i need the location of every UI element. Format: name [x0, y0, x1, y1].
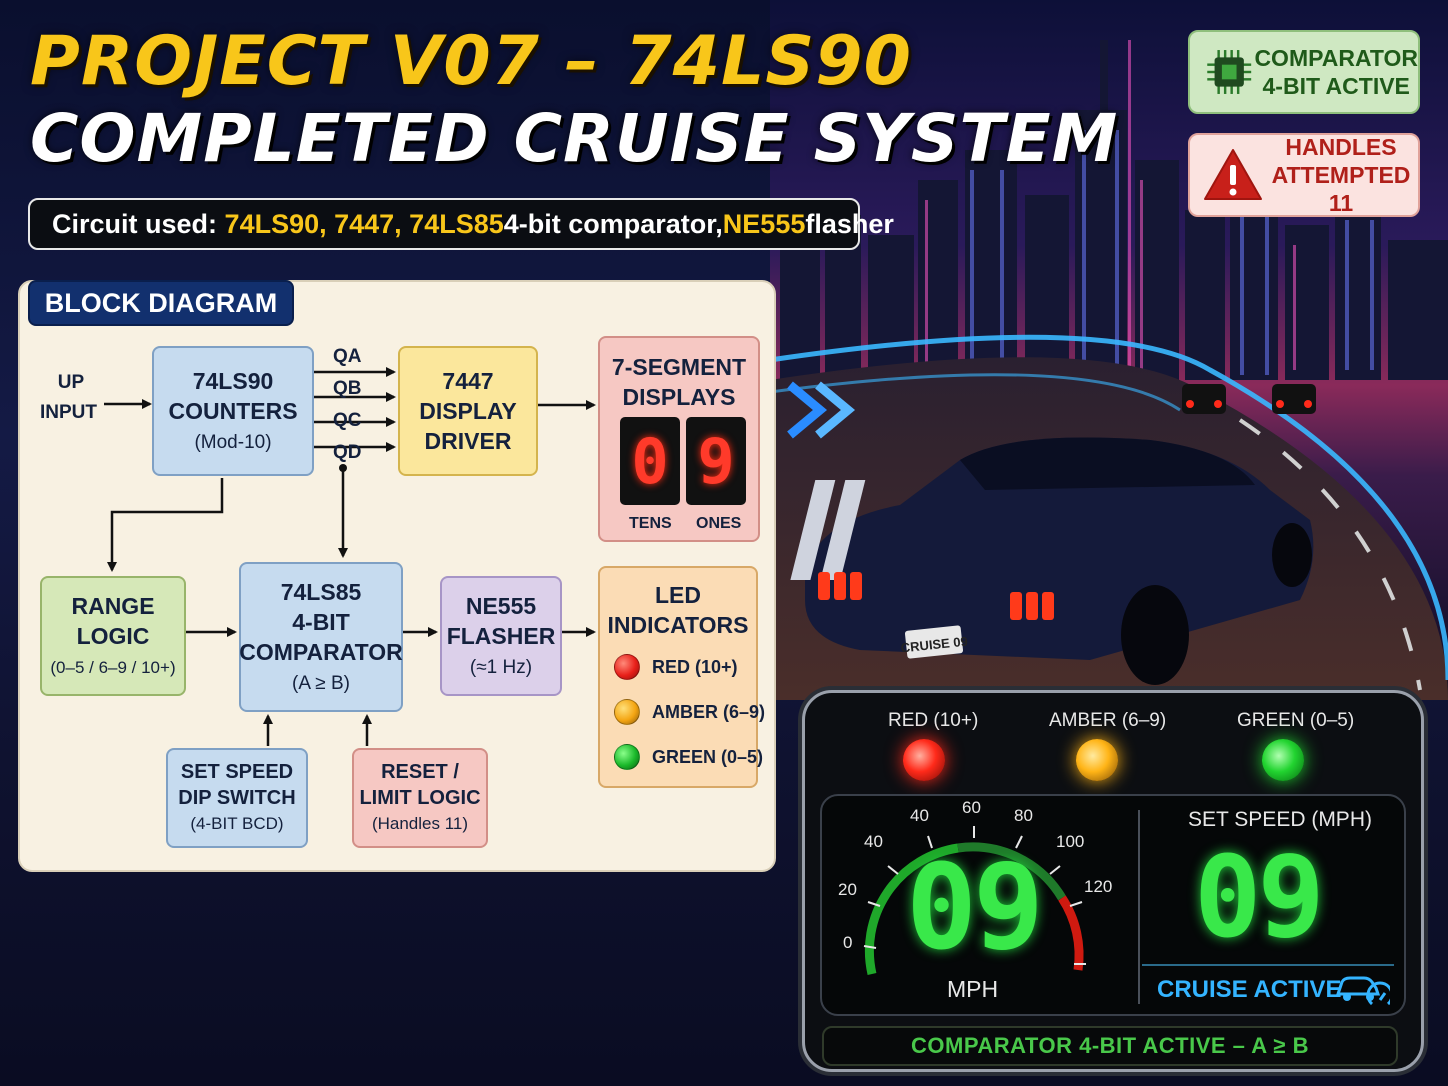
title-line1: PROJECT V07 – 74LS90: [30, 22, 912, 101]
up-input-line1: UP: [57, 372, 85, 393]
ones-digit-display: 9: [686, 417, 746, 505]
chip-icon: [1207, 50, 1252, 94]
comparator-badge-line1: COMPARATOR: [1254, 45, 1418, 71]
set-speed-sub: (4-BIT BCD): [190, 814, 284, 833]
dash-green-label: GREEN (0–5): [1237, 710, 1355, 731]
flasher-block: NE555 FLASHER (≈1 Hz): [440, 576, 562, 696]
cruise-active-label: CRUISE ACTIVE: [1157, 976, 1342, 1003]
warning-icon: [1204, 149, 1262, 200]
set-speed-label: SET SPEED (MPH): [1188, 808, 1372, 831]
set-speed-digits: 09: [1194, 833, 1325, 963]
speed-unit: MPH: [947, 976, 999, 1002]
title-line2: COMPLETED CRUISE SYSTEM: [30, 100, 1119, 177]
gauge-tick-60: 60: [962, 798, 981, 817]
dashboard-display: [820, 794, 1406, 1016]
license-plate: CRUISE 09: [900, 634, 968, 656]
range-logic-block: RANGE LOGIC (0–5 / 6–9 / 10+): [40, 576, 186, 696]
led-ind-line1: LED: [655, 582, 701, 608]
led-item-green: GREEN (0–5): [614, 744, 763, 770]
amber-led-icon: [614, 699, 640, 725]
counters-block: 74LS90 COUNTERS (Mod-10): [152, 346, 314, 476]
signal-qd: QD: [333, 442, 362, 463]
comparator-block: 74LS85 4-BIT COMPARATOR (A ≥ B): [239, 562, 403, 712]
cruise-divider: [1142, 964, 1394, 966]
led-ind-line2: INDICATORS: [607, 612, 749, 638]
ones-label: ONES: [696, 515, 742, 532]
flasher-sub: (≈1 Hz): [469, 657, 533, 678]
tens-label: TENS: [629, 515, 672, 532]
reset-logic-block: RESET / LIMIT LOGIC (Handles 11): [352, 748, 488, 848]
current-speed-digits: 09: [906, 838, 1044, 976]
comparator-sub: (A ≥ B): [292, 673, 350, 694]
signal-qb: QB: [333, 378, 362, 399]
gauge-tick-20: 20: [838, 880, 857, 899]
circuit-suffix: flasher: [805, 208, 894, 239]
driver-line1: 7447: [442, 368, 494, 394]
gauge-tick-40b: 40: [910, 806, 929, 825]
handles-badge-line1: HANDLES: [1285, 134, 1397, 160]
led-item-red: RED (10+): [614, 654, 738, 680]
handles-badge-line2: ATTEMPTED 11: [1271, 162, 1411, 216]
driver-line3: DRIVER: [424, 428, 512, 454]
comparator-status-strip: COMPARATOR 4-BIT ACTIVE – A ≥ B: [822, 1026, 1398, 1066]
dash-amber-led-icon: [1076, 739, 1118, 781]
set-speed-line1: SET SPEED: [180, 761, 294, 783]
led-item-amber: AMBER (6–9): [614, 699, 765, 725]
handles-badge: HANDLES ATTEMPTED 11: [1188, 133, 1420, 217]
circuit-part2: NE555: [722, 208, 806, 239]
signal-qc: QC: [333, 410, 362, 431]
comparator-line2: 4-BIT: [292, 609, 350, 635]
range-line1: RANGE: [71, 593, 155, 619]
circuit-prefix: Circuit used:: [52, 208, 218, 239]
gauge-tick-0: 0: [843, 933, 853, 952]
driver-line2: DISPLAY: [419, 398, 517, 424]
range-line2: LOGIC: [76, 623, 150, 649]
reset-line1: RESET /: [381, 761, 459, 783]
tens-digit-display: 0: [620, 417, 680, 505]
comparator-line1: 74LS85: [280, 579, 362, 605]
dash-red-label: RED (10+): [888, 710, 979, 731]
dash-red-led-icon: [903, 739, 945, 781]
led-item-red-label: RED (10+): [652, 656, 738, 677]
gauge-tick-100: 100: [1056, 832, 1085, 851]
circuit-used-bar: Circuit used: 74LS90, 7447, 74LS85 4-bit…: [28, 198, 894, 250]
range-sub: (0–5 / 6–9 / 10+): [50, 658, 176, 677]
flasher-line1: NE555: [465, 593, 537, 619]
speed-gauge: [863, 826, 1086, 975]
signal-qa: QA: [333, 346, 362, 367]
counters-line1: 74LS90: [192, 368, 274, 394]
cruise-control-icon: [1335, 976, 1390, 1006]
led-item-amber-label: AMBER (6–9): [652, 701, 766, 722]
gauge-tick-80: 80: [1014, 806, 1033, 825]
reset-sub: (Handles 11): [371, 814, 469, 833]
counters-sub: (Mod-10): [194, 432, 272, 453]
dash-green-led-icon: [1262, 739, 1304, 781]
red-led-icon: [614, 654, 640, 680]
gauge-tick-40a: 40: [864, 832, 883, 851]
circuit-part1: 74LS90, 7447, 74LS85: [224, 208, 504, 239]
block-diagram-tab: BLOCK DIAGRAM: [28, 280, 294, 326]
led-item-green-label: GREEN (0–5): [652, 746, 764, 767]
displays-line1: 7-SEGMENT: [611, 354, 747, 380]
comparator-badge-line2: 4-BIT ACTIVE: [1262, 73, 1410, 99]
flasher-line2: FLASHER: [446, 623, 556, 649]
set-speed-line2: DIP SWITCH: [178, 787, 296, 809]
displays-line2: DISPLAYS: [622, 384, 736, 410]
gauge-tick-120: 120: [1084, 877, 1113, 896]
green-led-icon: [614, 744, 640, 770]
comparator-line3: COMPARATOR: [239, 639, 403, 665]
circuit-mid: 4-bit comparator,: [503, 208, 723, 239]
set-speed-block: SET SPEED DIP SWITCH (4-BIT BCD): [166, 748, 308, 848]
dash-amber-label: AMBER (6–9): [1049, 710, 1167, 731]
reset-line2: LIMIT LOGIC: [359, 787, 481, 809]
display-divider: [1138, 810, 1140, 1004]
display-driver-block: 7447 DISPLAY DRIVER: [398, 346, 538, 476]
up-input-label-2: INPUT: [40, 402, 97, 423]
mustang-car: [790, 437, 1314, 685]
counters-line2: COUNTERS: [168, 398, 298, 424]
comparator-badge: COMPARATOR 4-BIT ACTIVE: [1188, 30, 1420, 114]
up-input-label: UP: [56, 372, 86, 394]
